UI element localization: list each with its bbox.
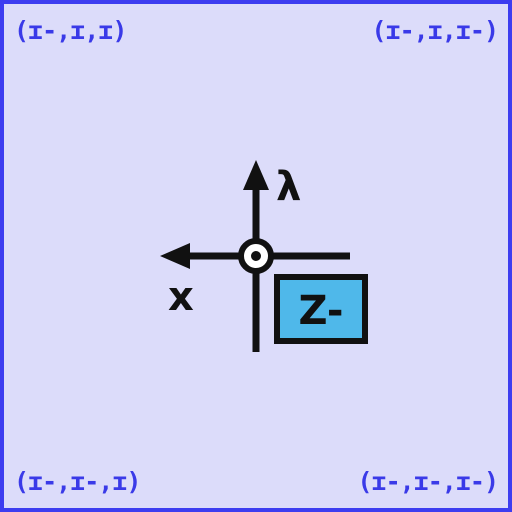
y-axis-arrowhead	[243, 160, 269, 190]
corner-label-bottom-right: (ɪ-,ɪ-,ɪ-)	[357, 467, 499, 496]
z-axis-box-label: Z-	[299, 288, 344, 334]
corner-label-bottom-left: (ɪ-,ɪ-,ɪ)	[14, 467, 141, 496]
origin-dot-icon	[251, 251, 261, 261]
corner-label-top-right: (ɪ-,ɪ,ɪ-)	[371, 16, 499, 45]
corner-label-top-left: (ɪ-,ɪ,ɪ)	[14, 16, 127, 45]
x-axis-label: x	[168, 274, 194, 320]
y-axis-label: λ	[276, 164, 301, 210]
x-axis-arrowhead	[160, 243, 190, 269]
z-axis-box	[274, 274, 368, 344]
